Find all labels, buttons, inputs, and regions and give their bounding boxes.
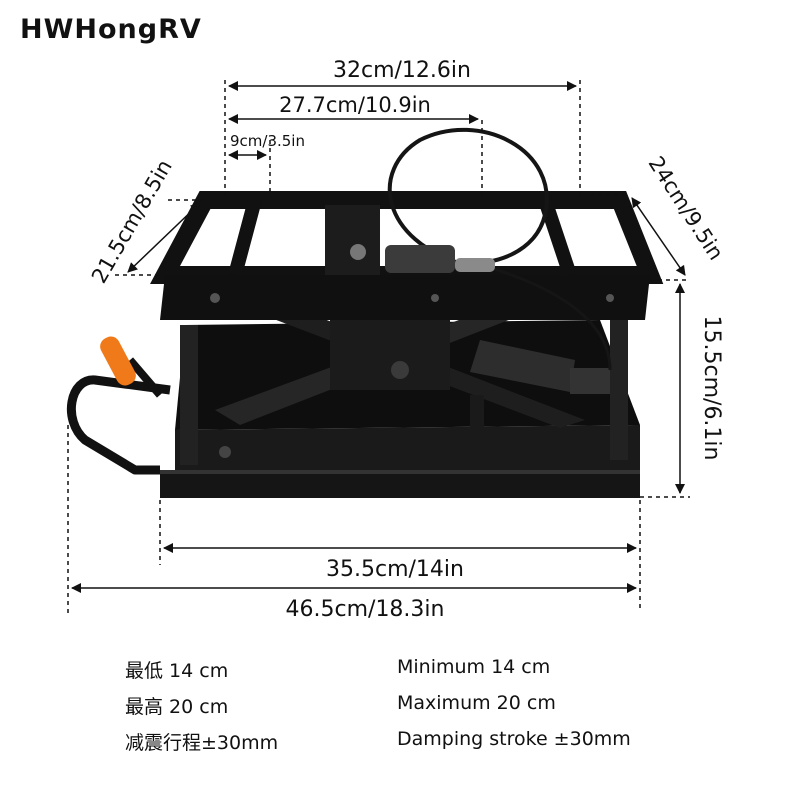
spec-en-stroke: Damping stroke ±30mm bbox=[397, 728, 631, 750]
spec-cn-stroke: 减震行程±30mm bbox=[125, 732, 279, 754]
dim-label-hole-gap: 9cm/3.5in bbox=[230, 132, 305, 150]
dim-label-top-width: 32cm/12.6in bbox=[333, 58, 471, 83]
spec-cn-max: 最高 20 cm bbox=[125, 696, 229, 718]
dim-label-overall-width: 46.5cm/18.3in bbox=[286, 597, 445, 622]
dim-line-left-depth bbox=[127, 202, 201, 273]
dim-line-right-depth bbox=[631, 197, 686, 276]
spec-cn-min: 最低 14 cm bbox=[125, 660, 229, 682]
spec-en-min: Minimum 14 cm bbox=[397, 656, 551, 678]
handle-grip-icon bbox=[100, 336, 136, 386]
dim-label-inner-width: 27.7cm/10.9in bbox=[279, 93, 431, 117]
brand-logo: HWHongRV bbox=[20, 14, 202, 45]
spec-en-max: Maximum 20 cm bbox=[397, 692, 556, 714]
dim-label-base-width: 35.5cm/14in bbox=[326, 557, 464, 582]
dim-label-right-depth: 24cm/9.5in bbox=[644, 152, 729, 264]
dim-label-height: 15.5cm/6.1in bbox=[699, 316, 724, 461]
